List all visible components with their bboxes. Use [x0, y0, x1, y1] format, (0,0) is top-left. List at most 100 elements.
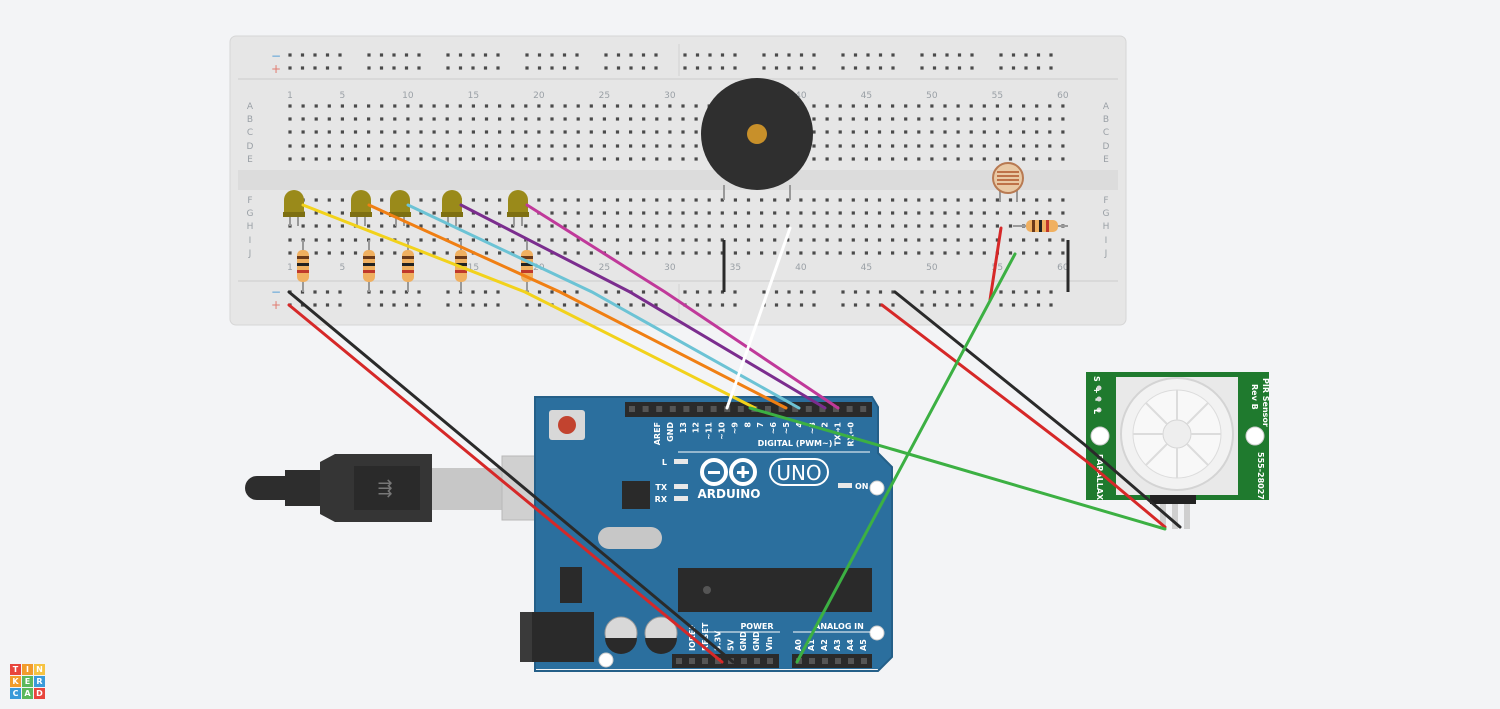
resistor[interactable]: [402, 240, 414, 292]
digital-pwm-label: DIGITAL (PWM~): [758, 439, 833, 448]
wire-pir-5v-red[interactable]: [880, 303, 1167, 529]
analog-pin-label: A3: [833, 639, 842, 651]
column-number: 25: [599, 91, 610, 101]
wire-led2-orange[interactable]: [367, 203, 788, 410]
rail-minus-bottom: −: [271, 285, 281, 299]
usb-chip: [622, 481, 650, 509]
digital-pin-label: 2: [821, 422, 830, 428]
row-letter: B: [1103, 115, 1109, 125]
column-number: 50: [926, 91, 938, 101]
led[interactable]: [441, 190, 463, 226]
analog-in-label: ANALOG IN: [814, 622, 864, 631]
wire-led5-magenta[interactable]: [525, 203, 840, 410]
power-header[interactable]: [676, 658, 867, 664]
digital-pin-label: 13: [679, 422, 688, 433]
digital-pin-label: ~9: [730, 422, 739, 435]
on-led-label: ON: [855, 482, 869, 491]
power-pin-label: 3.3V: [714, 630, 723, 651]
resistor-ldr[interactable]: [1013, 220, 1068, 232]
crystal-oscillator: [598, 527, 662, 549]
row-letter: E: [1103, 155, 1109, 165]
rx-led-label: RX: [655, 495, 668, 504]
power-pin-label: 5V: [726, 638, 735, 651]
column-number: 40: [795, 263, 807, 273]
breadboard-labels: 1155101015152020252530303535404045455050…: [247, 91, 1110, 273]
logo-letter: R: [34, 676, 45, 687]
rail-minus-top: −: [271, 49, 281, 63]
row-letter: I: [249, 236, 252, 246]
logo-letter: C: [10, 688, 21, 699]
digital-pin-label: ~5: [782, 422, 791, 435]
column-number: 15: [468, 91, 479, 101]
row-letter: D: [1103, 142, 1110, 152]
digital-pin-label: 8: [743, 422, 752, 428]
arduino-board[interactable]: ⇶ L: [245, 396, 893, 672]
rail-plus-bottom: +: [271, 298, 281, 312]
pir-title: PIR Sensor: [1261, 378, 1270, 427]
row-letter: I: [1105, 236, 1108, 246]
pir-pin-label: L: [1092, 409, 1101, 414]
resistor[interactable]: [297, 240, 309, 292]
power-label: POWER: [740, 622, 773, 631]
breadboard-holes[interactable]: [288, 53, 1065, 307]
wire-gnd-left-black[interactable]: [287, 290, 735, 664]
column-number: 1: [287, 91, 293, 101]
wire-ldr-red[interactable]: [988, 226, 1003, 302]
led[interactable]: [350, 190, 372, 226]
breadboard[interactable]: 1155101015152020252530303535404045455050…: [229, 35, 1127, 326]
wire-buzzer-white[interactable]: [725, 226, 792, 410]
row-letter: G: [1103, 209, 1110, 219]
wire-led3-cyan[interactable]: [406, 203, 801, 410]
piezo-buzzer[interactable]: [701, 78, 813, 200]
column-number: 5: [340, 91, 346, 101]
logo-letter: T: [10, 664, 21, 675]
led[interactable]: [389, 190, 411, 226]
analog-pin-label: A5: [859, 639, 868, 651]
usb-icon: ⇶: [377, 478, 392, 499]
analog-pin-label: A2: [820, 639, 829, 651]
column-number: 45: [861, 263, 872, 273]
row-letter: F: [247, 196, 252, 206]
pir-sensor[interactable]: S+-L PIR Sensor Rev B PARALLAX 555-28027: [1086, 372, 1270, 529]
leds[interactable]: [283, 190, 529, 226]
pir-pin-label: +: [1092, 387, 1101, 394]
wire-pir-signal-green[interactable]: [748, 406, 1167, 531]
wire-led4-purple[interactable]: [459, 203, 827, 410]
pir-pin-label: S: [1092, 376, 1101, 382]
photoresistor[interactable]: [992, 162, 1024, 202]
pir-pin-labels: S+-L: [1092, 376, 1101, 414]
wire-led1-yellow[interactable]: [301, 203, 757, 410]
row-letter: H: [247, 222, 254, 232]
row-letter: H: [1103, 222, 1110, 232]
logo-letter: I: [22, 664, 33, 675]
analog-pin-label: A0: [794, 639, 803, 651]
wire-ldr-green[interactable]: [795, 252, 1017, 664]
wires[interactable]: [287, 203, 1182, 664]
digital-pin-label: ~11: [705, 422, 714, 440]
column-number: 10: [402, 91, 414, 101]
column-number: 60: [1057, 91, 1069, 101]
digital-pin-label: AREF: [653, 422, 662, 445]
digital-pin-label: 12: [692, 422, 701, 433]
tinkercad-logo: T I N K E R C A D: [10, 664, 45, 700]
analog-pin-label: A1: [807, 639, 816, 651]
led[interactable]: [283, 190, 305, 226]
wire-5v-left-red[interactable]: [287, 303, 724, 664]
row-letter: C: [247, 128, 253, 138]
column-number: 30: [664, 91, 676, 101]
analog-pin-label: A4: [846, 639, 855, 651]
arduino-model: UNO: [776, 461, 821, 485]
resistor[interactable]: [363, 240, 375, 292]
column-number: 55: [992, 91, 1003, 101]
row-letter: G: [247, 209, 254, 219]
l-led-label: L: [662, 458, 667, 467]
power-pin-label: Vin: [765, 636, 774, 651]
row-letter: A: [1103, 102, 1110, 112]
wire-pir-gnd-black[interactable]: [893, 290, 1182, 529]
row-letter: J: [248, 249, 252, 259]
power-pin-label: GND: [752, 631, 761, 651]
row-letter: F: [1103, 196, 1108, 206]
led[interactable]: [507, 190, 529, 226]
power-jack[interactable]: [520, 612, 594, 662]
